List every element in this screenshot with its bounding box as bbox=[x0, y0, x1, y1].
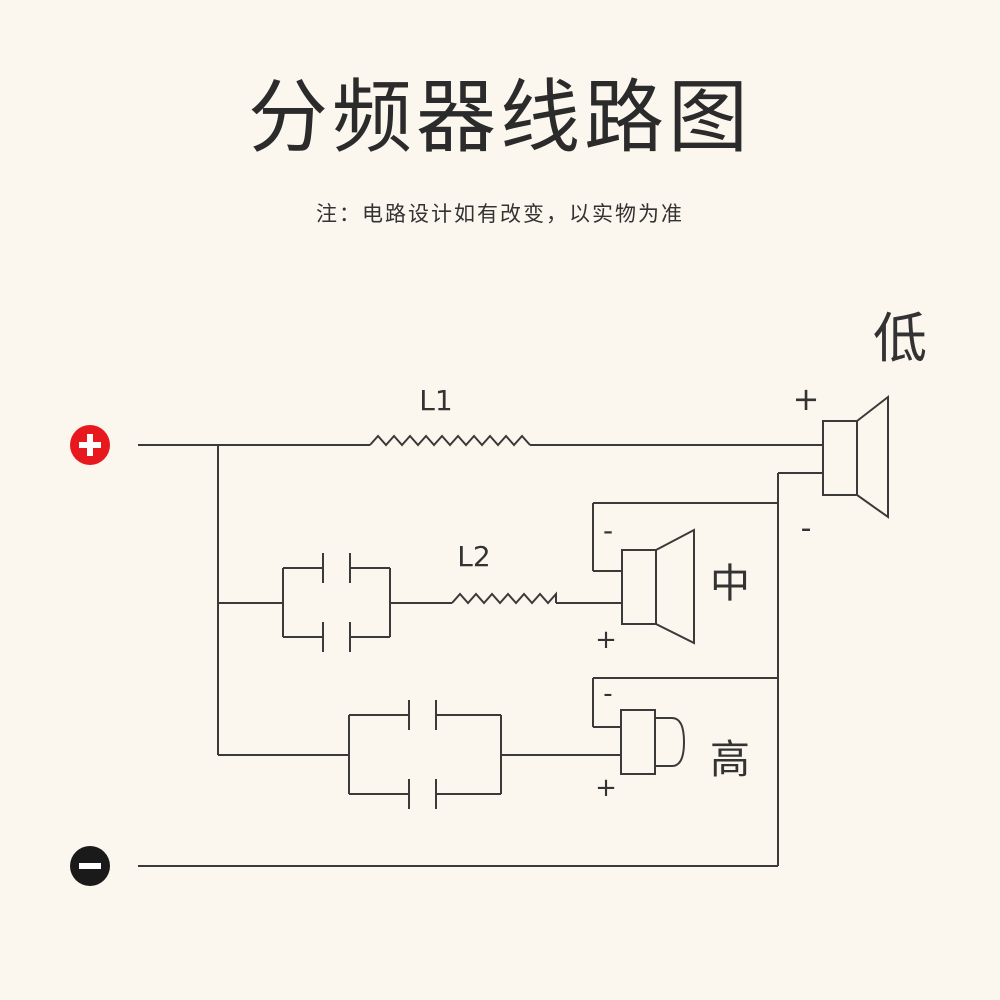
capacitor-mid bbox=[282, 553, 452, 652]
speaker-low-label: 低 bbox=[873, 307, 927, 370]
speaker-mid-plus: + bbox=[595, 625, 617, 655]
speaker-low-icon bbox=[822, 394, 889, 519]
page-title: 分频器线路图 bbox=[248, 71, 752, 164]
capacitor-high bbox=[348, 700, 621, 809]
positive-terminal-icon bbox=[70, 425, 110, 465]
speaker-mid-icon bbox=[621, 528, 695, 645]
negative-rail bbox=[138, 472, 823, 867]
negative-terminal-icon bbox=[70, 846, 110, 886]
speaker-mid-minus: - bbox=[603, 514, 613, 547]
speaker-high-icon bbox=[620, 709, 686, 775]
inductor-l1 bbox=[369, 434, 823, 447]
speaker-high-label: 高 bbox=[710, 737, 750, 783]
speaker-low-plus: + bbox=[793, 380, 820, 418]
inductor-l2-label: L2 bbox=[457, 540, 490, 573]
page-note: 注：电路设计如有改变，以实物为准 bbox=[316, 202, 684, 226]
speaker-high-plus: + bbox=[595, 773, 617, 803]
speaker-high-minus: - bbox=[603, 679, 612, 709]
positive-rail bbox=[138, 444, 370, 756]
speaker-mid-label: 中 bbox=[710, 561, 750, 607]
inductor-l1-label: L1 bbox=[419, 384, 452, 417]
inductor-l2 bbox=[451, 591, 622, 605]
speaker-low-minus: - bbox=[801, 511, 812, 546]
